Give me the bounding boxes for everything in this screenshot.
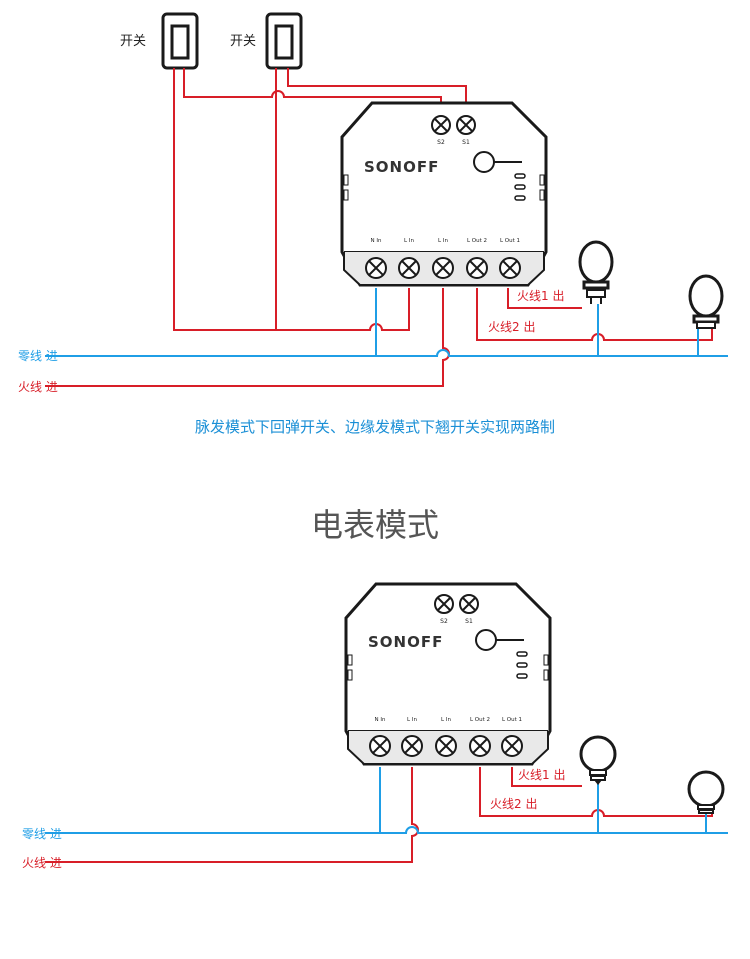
bulb-2-bottom bbox=[687, 770, 725, 814]
terminal-s1-label: S1 bbox=[462, 139, 470, 146]
neutral-wires-bottom bbox=[45, 767, 728, 834]
terminal-s2-top bbox=[431, 115, 451, 135]
terminal-s2-label: S2 bbox=[437, 139, 445, 146]
wall-switch-right bbox=[265, 12, 303, 70]
mode-caption: 脉发模式下回弹开关、边缘发模式下翘开关实现两路制 bbox=[194, 418, 555, 436]
neutral-in-label-bottom: 零线 进 bbox=[22, 827, 62, 841]
terminal-s1-bottom bbox=[459, 594, 479, 614]
terminal-label-n-in: N In bbox=[371, 238, 382, 244]
screw-terminals-top bbox=[365, 257, 521, 279]
top-diagram: 开关 开关 bbox=[18, 12, 728, 394]
live-in-label-top: 火线 进 bbox=[18, 380, 58, 394]
terminal-s1-label-bottom: S1 bbox=[465, 618, 473, 625]
bottom-diagram: S2 S1 SONOFF N In L In L In L Out 2 L Ou… bbox=[22, 582, 728, 870]
bulb-2-top bbox=[688, 274, 724, 329]
terminal-label-l-out-1-bottom: L Out 1 bbox=[502, 717, 522, 723]
terminal-label-l-in-1: L In bbox=[404, 238, 414, 244]
terminal-label-n-in-bottom: N In bbox=[375, 717, 386, 723]
live-wires-bottom bbox=[45, 767, 713, 863]
wall-switch-left bbox=[161, 12, 199, 70]
button-ring-bottom bbox=[475, 629, 497, 651]
out2-label-bottom: 火线2 出 bbox=[490, 797, 537, 811]
terminal-label-l-out-2: L Out 2 bbox=[467, 238, 487, 244]
terminal-s2-bottom bbox=[434, 594, 454, 614]
terminal-label-l-out-2-bottom: L Out 2 bbox=[470, 717, 490, 723]
brand-logo: SONOFF bbox=[364, 158, 439, 176]
terminal-s2-label-bottom: S2 bbox=[440, 618, 448, 625]
screw-terminals-bottom bbox=[369, 735, 523, 757]
bulb-1-bottom bbox=[579, 735, 617, 785]
terminal-label-l-out-1: L Out 1 bbox=[500, 238, 520, 244]
live-in-label-bottom: 火线 进 bbox=[22, 856, 62, 870]
bulb-1-top bbox=[578, 240, 614, 304]
neutral-in-label-top: 零线 进 bbox=[18, 349, 58, 363]
switch-left-label: 开关 bbox=[120, 34, 146, 49]
button-ring bbox=[473, 151, 495, 173]
terminal-label-l-in-2-bottom: L In bbox=[441, 717, 451, 723]
out2-label-top: 火线2 出 bbox=[488, 320, 535, 334]
sonoff-module-bottom: S2 S1 SONOFF N In L In L In L Out 2 L Ou… bbox=[344, 582, 552, 766]
terminal-s1-top bbox=[456, 115, 476, 135]
neutral-wires bbox=[45, 288, 728, 357]
switch-right-label: 开关 bbox=[230, 34, 256, 49]
brand-logo-bottom: SONOFF bbox=[368, 633, 443, 651]
sonoff-module-top: S2 S1 SONOFF N In L In L In L Out 2 L Ou… bbox=[340, 101, 548, 287]
section-heading: 电表模式 bbox=[310, 506, 439, 544]
out1-label-bottom: 火线1 出 bbox=[518, 768, 565, 782]
out1-label-top: 火线1 出 bbox=[517, 289, 564, 303]
terminal-label-l-in-2: L In bbox=[438, 238, 448, 244]
terminal-label-l-in-1-bottom: L In bbox=[407, 717, 417, 723]
